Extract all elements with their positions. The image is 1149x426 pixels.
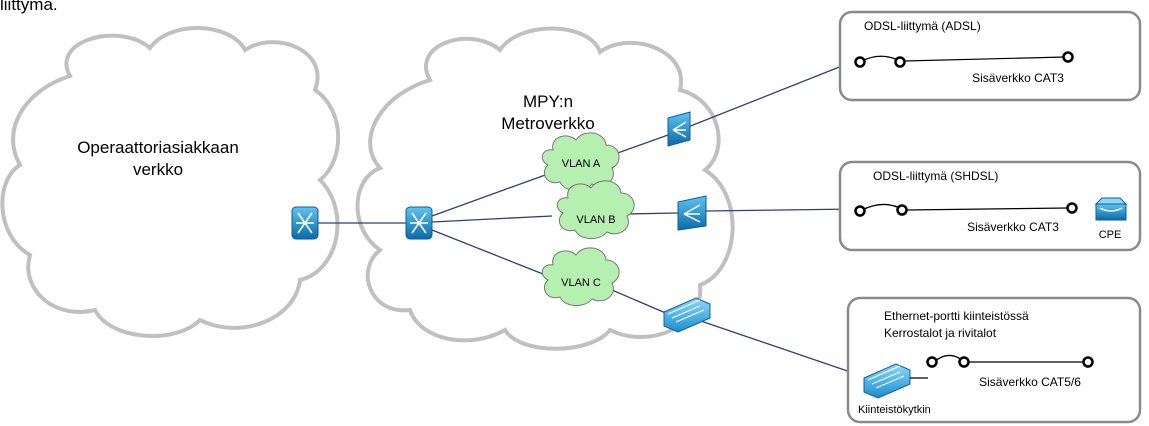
vlan-c-cloud: VLAN C [541, 247, 620, 306]
adsl-cable-label: Sisäverkko CAT3 [972, 71, 1064, 85]
vlan-c-label: VLAN C [561, 277, 601, 289]
dslam-shdsl-icon [677, 195, 707, 231]
vlan-c-to-switch-link [611, 289, 669, 315]
vlan-b-cloud: VLAN B [556, 180, 635, 239]
router-to-vlan-c-link [431, 229, 549, 277]
operator-network-cloud: Operaattoriasiakkaan verkko [0, 26, 341, 338]
metro-cloud-line1: MPY:n [523, 92, 573, 111]
shdsl-end-port-icon [1066, 202, 1078, 214]
router-to-vlan-b-link [431, 215, 553, 223]
shdsl-modem-port-icon [896, 204, 908, 216]
metro-router-icon [405, 206, 433, 240]
cpe-label: CPE [1099, 229, 1122, 241]
shdsl-cable-label: Sisäverkko CAT3 [967, 220, 1059, 234]
operator-router-icon [291, 206, 319, 240]
ethernet-box: Ethernet-portti kiinteistössä Kerrostalo… [846, 296, 1142, 424]
adsl-end-port-icon [1062, 51, 1074, 63]
shdsl-box: ODSL-liittymä (SHDSL) Sisäverkko CAT3 CP… [838, 160, 1142, 252]
ethernet-port-icon [958, 356, 970, 368]
ethernet-box-title-line2: Kerrostalot ja rivitalot [884, 326, 997, 340]
vlan-b-label: VLAN B [576, 214, 615, 226]
metro-switch-icon [663, 297, 711, 333]
adsl-modem-port-icon [894, 56, 906, 68]
operator-cloud-line1: Operaattoriasiakkaan [77, 138, 239, 157]
top-text-fragment: liittymä. [0, 0, 58, 14]
shdsl-box-title: ODSL-liittymä (SHDSL) [873, 169, 998, 183]
ethernet-cable-label: Sisäverkko CAT5/6 [979, 375, 1081, 389]
vlan-a-cloud: VLAN A [541, 132, 620, 191]
metro-network-cloud: MPY:n Metroverkko [355, 26, 735, 351]
ethernet-box-title-line1: Ethernet-portti kiinteistössä [884, 309, 1029, 323]
adsl-box: ODSL-liittymä (ADSL) Sisäverkko CAT3 [838, 10, 1142, 102]
adsl-socket-icon [854, 56, 866, 68]
dslam-to-adsl-link [687, 59, 858, 128]
operator-cloud-line2: verkko [133, 160, 183, 179]
connection-lines [318, 59, 869, 379]
adsl-box-title: ODSL-liittymä (ADSL) [864, 19, 981, 33]
switch-to-building-link [691, 317, 869, 379]
dslam-to-shdsl-link [705, 208, 858, 212]
building-switch-icon [863, 363, 911, 399]
vlan-a-label: VLAN A [562, 158, 601, 170]
shdsl-socket-icon [854, 205, 866, 217]
ethernet-socket-icon [926, 356, 938, 368]
dslam-adsl-icon [667, 111, 691, 147]
building-switch-label: Kiinteistökytkin [858, 404, 931, 416]
cpe-device-icon [1094, 197, 1128, 221]
vlan-a-to-dslam-link [611, 134, 669, 156]
ethernet-end-port-icon [1082, 356, 1094, 368]
router-to-vlan-a-link [431, 173, 549, 217]
vlan-b-to-dslam-link [625, 212, 679, 215]
metro-cloud-line2: Metroverkko [501, 114, 595, 133]
